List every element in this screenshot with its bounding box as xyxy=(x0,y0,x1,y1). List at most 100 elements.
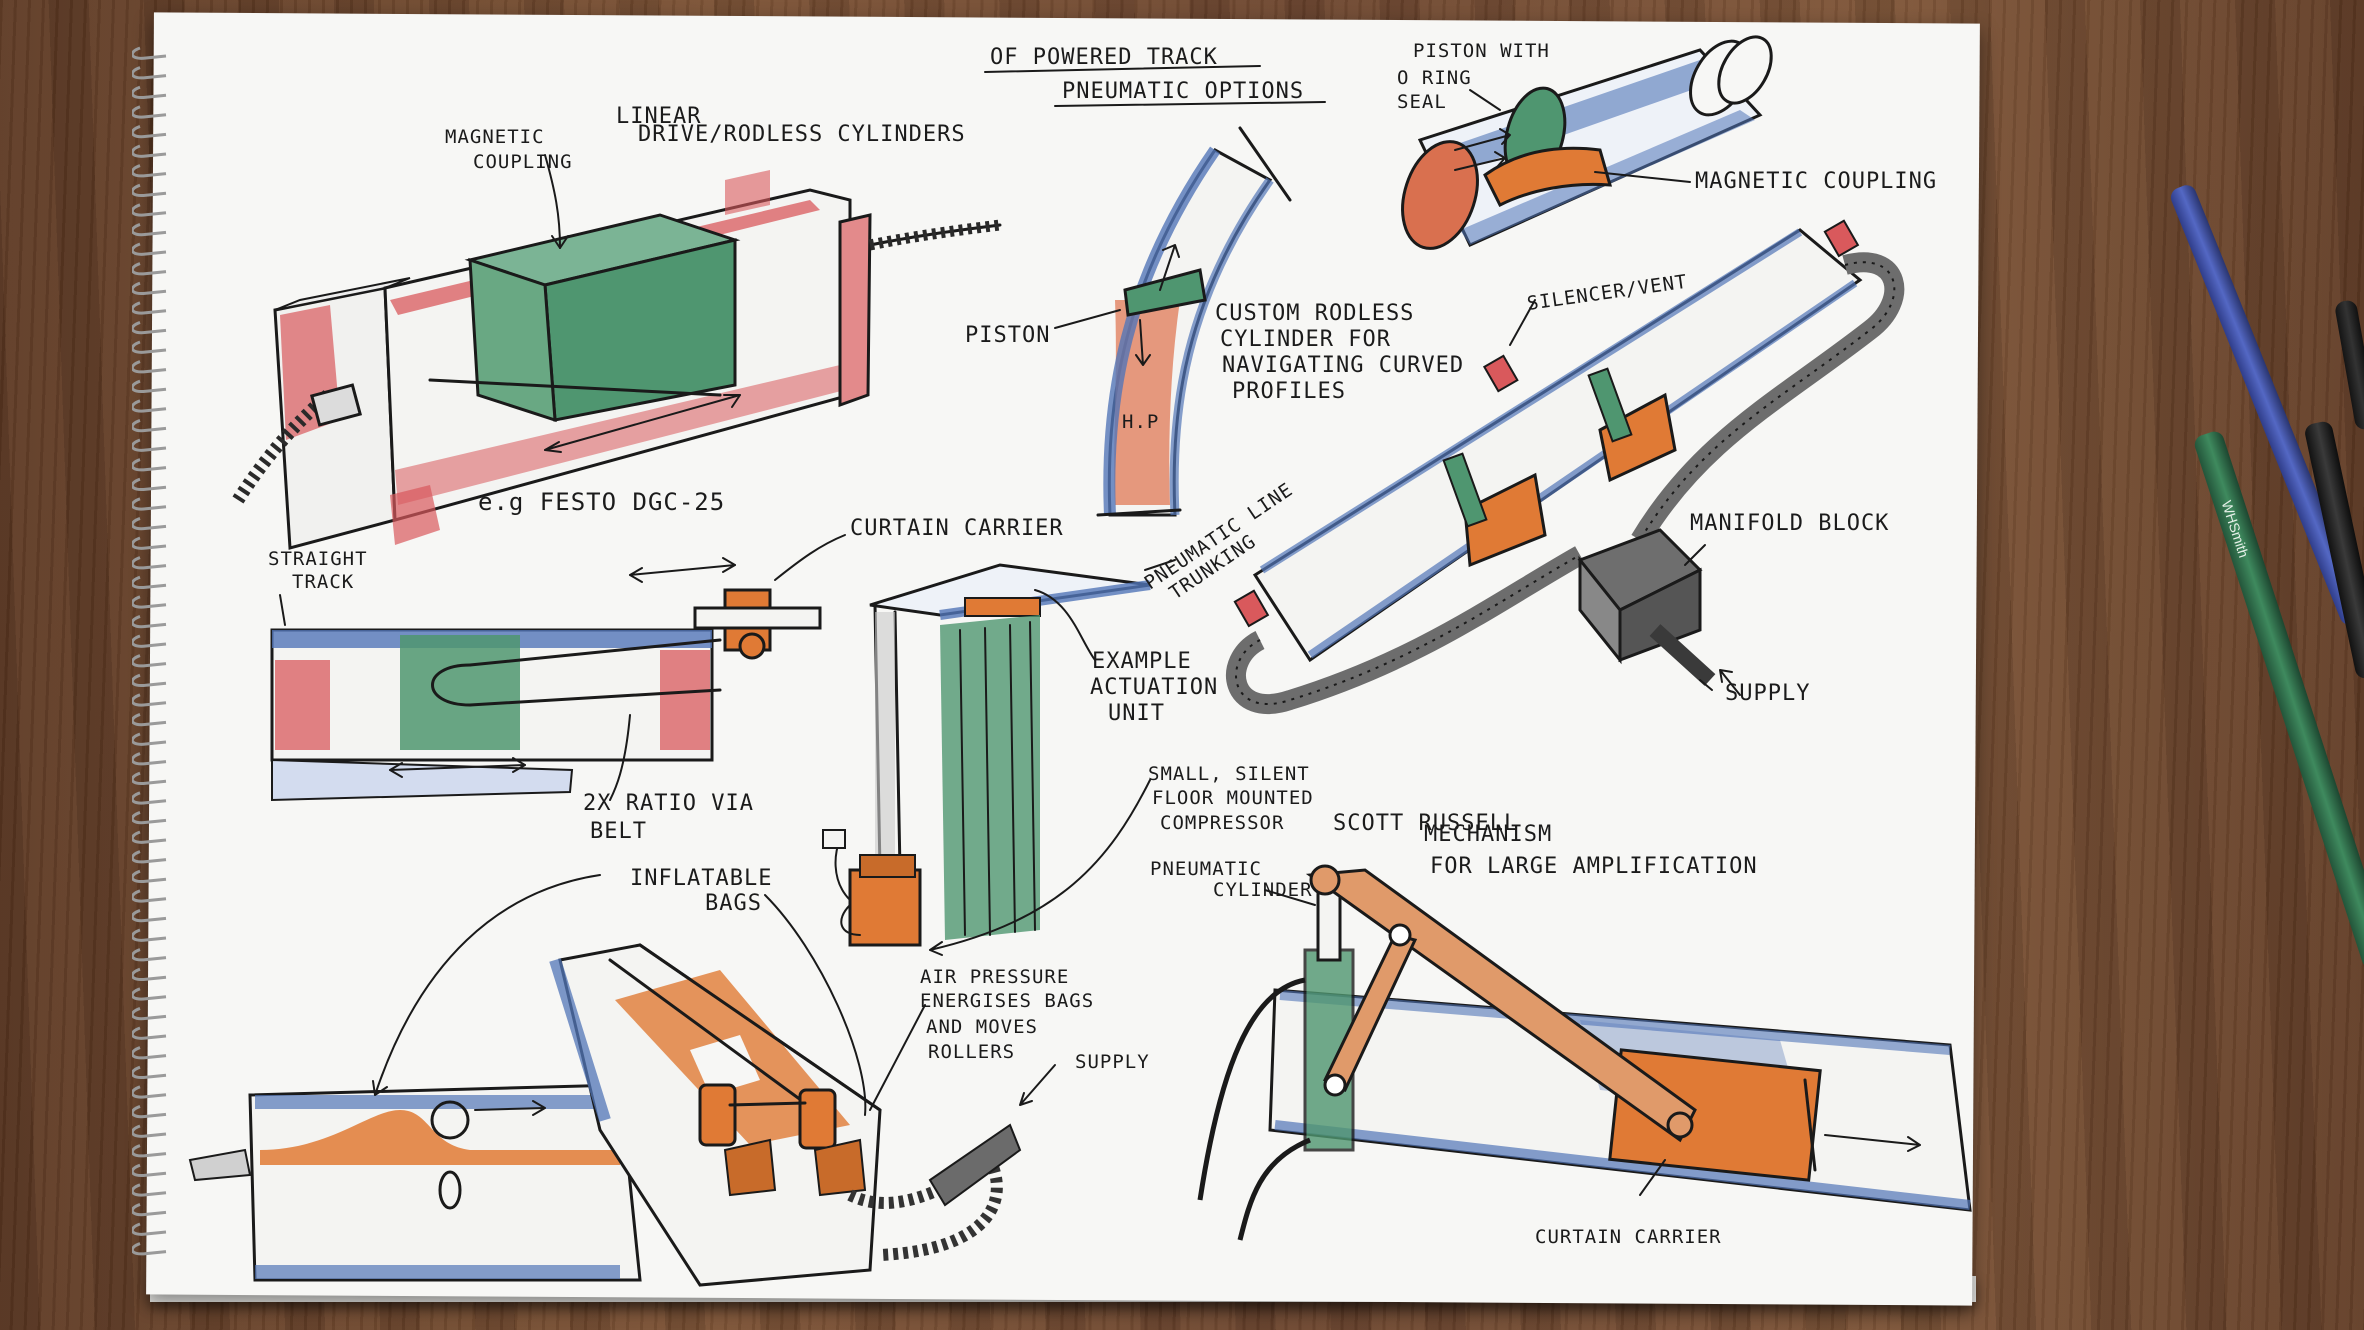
title-line-2: PNEUMATIC OPTIONS xyxy=(1062,79,1304,104)
spiral-ring xyxy=(132,869,167,884)
label-ratio-2: BELT xyxy=(590,819,647,844)
label-straight-track-2: TRACK xyxy=(292,571,354,593)
spiral-ring xyxy=(132,595,167,609)
spiral-ring xyxy=(132,810,167,825)
spiral-ring xyxy=(132,1065,167,1080)
spiral-ring xyxy=(132,46,167,60)
spiral-ring xyxy=(132,1202,167,1217)
spiral-ring xyxy=(132,222,167,237)
spiral-ring xyxy=(132,1183,167,1197)
scott-russell-sketch xyxy=(1197,864,1972,1241)
spiral-ring xyxy=(132,536,167,550)
label-compressor-2: FLOOR MOUNTED xyxy=(1152,787,1314,809)
label-scott-russell-2: MECHANISM xyxy=(1424,822,1552,847)
spiral-ring xyxy=(132,1242,167,1256)
label-compressor-1: SMALL, SILENT xyxy=(1148,763,1310,785)
spiral-ring xyxy=(132,948,167,962)
spiral-ring xyxy=(132,458,167,472)
spiral-ring xyxy=(132,301,167,315)
label-curtain-carrier-2: CURTAIN CARRIER xyxy=(1535,1226,1722,1248)
spiral-ring xyxy=(132,516,167,531)
spiral-ring xyxy=(132,124,167,139)
spiral-ring xyxy=(132,379,167,394)
label-custom-rodless-3: NAVIGATING CURVED xyxy=(1222,353,1464,378)
label-example-actuation-2: ACTUATION xyxy=(1090,675,1218,700)
label-air-pressure-1: AIR PRESSURE xyxy=(920,966,1069,988)
spiral-ring xyxy=(132,712,167,727)
spiral-binding xyxy=(132,46,167,1256)
spiral-ring xyxy=(132,105,167,119)
spiral-ring xyxy=(132,183,167,198)
spiral-ring xyxy=(132,1222,167,1236)
label-supply-2: SUPPLY xyxy=(1075,1051,1150,1073)
spiral-ring xyxy=(132,732,167,746)
piston-tube-sketch xyxy=(1401,35,1773,250)
straight-track-sketch xyxy=(270,534,846,802)
spiral-ring xyxy=(132,850,167,864)
label-piston-oring-2: O RING xyxy=(1397,67,1472,89)
spiral-ring xyxy=(132,791,167,805)
label-custom-rodless-2: CYLINDER FOR xyxy=(1220,327,1391,352)
spiral-ring xyxy=(132,66,167,80)
label-linear-drive-1: LINEAR xyxy=(616,104,701,129)
spiral-ring xyxy=(132,1124,167,1138)
spiral-ring xyxy=(132,242,167,256)
label-piston-oring-1: PISTON WITH xyxy=(1413,40,1550,62)
label-festo: e.g FESTO DGC-25 xyxy=(478,488,725,516)
label-curtain-carrier-1: CURTAIN CARRIER xyxy=(850,516,1064,541)
spiral-ring xyxy=(132,1026,167,1040)
spiral-ring xyxy=(132,967,167,982)
label-linear-drive-2: DRIVE/RODLESS CYLINDERS xyxy=(638,122,966,147)
spiral-ring xyxy=(132,399,167,413)
spiral-ring xyxy=(132,1144,167,1158)
spiral-ring xyxy=(132,575,167,590)
label-magnetic-coupling-1b: COUPLING xyxy=(473,151,573,173)
spiral-ring xyxy=(132,693,167,707)
spiral-ring xyxy=(132,889,167,903)
spiral-ring xyxy=(132,556,167,570)
label-air-pressure-3: AND MOVES xyxy=(926,1016,1038,1038)
label-magnetic-coupling-1a: MAGNETIC xyxy=(445,126,545,148)
curtain-actuation-sketch xyxy=(822,559,1176,956)
spiral-ring xyxy=(132,144,167,158)
label-supply-1: SUPPLY xyxy=(1725,681,1810,706)
title-line-1: OF POWERED TRACK xyxy=(990,45,1218,70)
inflatable-bags-sketch xyxy=(188,874,1056,1287)
label-pneumatic-cylinder-2: CYLINDER xyxy=(1213,879,1313,901)
spiral-ring xyxy=(132,320,167,335)
label-pneumatic-cylinder-1: PNEUMATIC xyxy=(1150,858,1262,880)
label-hp: H.P xyxy=(1122,411,1159,433)
spiral-ring xyxy=(132,360,167,374)
label-example-actuation-1: EXAMPLE xyxy=(1092,649,1192,674)
label-compressor-3: COMPRESSOR xyxy=(1160,812,1284,834)
spiral-ring xyxy=(132,1006,167,1021)
spiral-ring xyxy=(132,614,167,629)
spiral-ring xyxy=(132,203,167,217)
label-silencer-vent: SILENCER/VENT xyxy=(1526,271,1689,315)
spiral-ring xyxy=(132,262,167,276)
spiral-ring xyxy=(132,1046,167,1060)
spiral-ring xyxy=(132,928,167,942)
spiral-ring xyxy=(132,85,167,100)
title-block: OF POWERED TRACK PNEUMATIC OPTIONS xyxy=(984,45,1326,107)
spiral-ring xyxy=(132,438,167,452)
spiral-ring xyxy=(132,1104,167,1119)
spiral-ring xyxy=(132,673,167,688)
label-custom-rodless-1: CUSTOM RODLESS xyxy=(1215,301,1414,326)
label-piston: PISTON xyxy=(965,323,1050,348)
label-manifold-block: MANIFOLD BLOCK xyxy=(1690,511,1889,536)
manifold-loop-sketch xyxy=(1226,219,1905,714)
label-scott-russell-3: FOR LARGE AMPLIFICATION xyxy=(1430,854,1758,879)
label-piston-oring-3: SEAL xyxy=(1397,91,1447,113)
spiral-ring xyxy=(132,987,167,1001)
spiral-ring xyxy=(132,830,167,844)
spiral-ring xyxy=(132,281,167,296)
spiral-ring xyxy=(132,908,167,923)
spiral-ring xyxy=(132,654,167,668)
spiral-ring xyxy=(132,634,167,648)
spiral-ring xyxy=(132,418,167,433)
spiral-ring xyxy=(132,752,167,766)
spiral-ring xyxy=(132,164,167,178)
rodless-cylinder-sketch xyxy=(232,154,1002,550)
